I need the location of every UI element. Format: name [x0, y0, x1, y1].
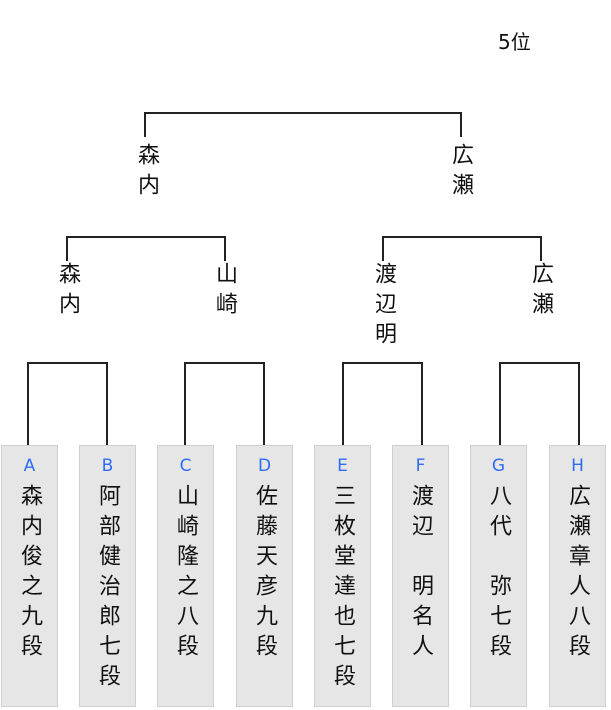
- round1-bracket-line: [342, 362, 423, 446]
- player-name: 山崎隆之八段: [173, 484, 198, 664]
- player-box-a: A 森内俊之九段: [1, 445, 58, 707]
- round1-bracket-line: [499, 362, 580, 446]
- player-name: 三枚堂達也七段: [330, 484, 355, 694]
- semi-bracket-line: [66, 236, 226, 261]
- final-left-winner: 森内: [134, 143, 159, 203]
- semi-winner: 森内: [55, 262, 80, 322]
- player-name: 森内俊之九段: [17, 484, 42, 664]
- player-box-d: D 佐藤天彦九段: [236, 445, 293, 707]
- semi-bracket-line: [382, 236, 542, 261]
- player-name: 佐藤天彦九段: [252, 484, 277, 664]
- player-letter: A: [23, 456, 36, 476]
- player-name: 八代 弥七段: [486, 484, 511, 664]
- semi-winner: 山崎: [212, 262, 237, 322]
- final-bracket-line: [144, 112, 462, 137]
- player-letter: D: [257, 456, 272, 476]
- player-letter: F: [415, 456, 426, 476]
- player-letter: E: [337, 456, 348, 476]
- player-box-h: H 広瀬章人八段: [549, 445, 606, 707]
- player-letter: C: [179, 456, 192, 476]
- semi-winner: 渡辺明: [371, 262, 396, 352]
- final-right-winner: 広瀬: [448, 143, 473, 203]
- player-box-g: G 八代 弥七段: [470, 445, 527, 707]
- player-box-f: F 渡辺 明名人: [392, 445, 449, 707]
- player-box-e: E 三枚堂達也七段: [314, 445, 371, 707]
- player-box-b: B 阿部健治郎七段: [79, 445, 136, 707]
- player-letter: H: [571, 456, 584, 476]
- player-letter: G: [491, 456, 506, 476]
- player-box-c: C 山崎隆之八段: [157, 445, 214, 707]
- player-name: 阿部健治郎七段: [95, 484, 120, 694]
- rank-label: 5位: [498, 30, 531, 54]
- player-name: 広瀬章人八段: [565, 484, 590, 664]
- round1-bracket-line: [184, 362, 265, 446]
- round1-bracket-line: [27, 362, 108, 446]
- player-name: 渡辺 明名人: [408, 484, 433, 664]
- player-letter: B: [101, 456, 114, 476]
- semi-winner: 広瀬: [528, 262, 553, 322]
